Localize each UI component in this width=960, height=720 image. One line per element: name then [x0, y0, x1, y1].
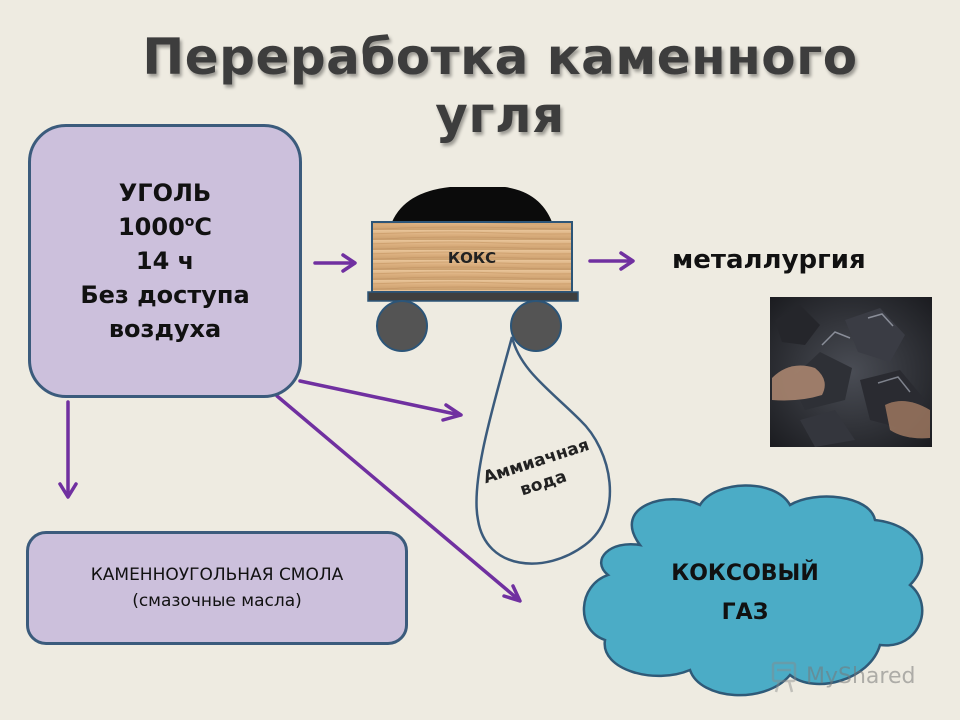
coke-gas-label: КОКСОВЫЙ ГАЗ — [671, 561, 819, 625]
coal-duration: 14 ч — [135, 246, 195, 275]
ammonia-drop — [475, 336, 612, 565]
cart-wheel-left — [376, 300, 428, 352]
coal-tar-label: КАМЕННОУГОЛЬНАЯ СМОЛА — [90, 564, 344, 585]
cart-wheel-right — [510, 300, 562, 352]
arrow-to-metallurgy — [588, 251, 635, 271]
arrow-to-gas — [275, 394, 522, 603]
coal-photo — [770, 297, 932, 447]
coal-box: УГОЛЬ 1000oС 14 ч Без доступа воздуха — [28, 124, 302, 398]
coal-tar-sublabel: (смазочные масла) — [132, 591, 302, 611]
coal-label: УГОЛЬ — [118, 178, 212, 207]
cart-base — [367, 291, 579, 302]
coal-condition-line1: Без доступа — [80, 281, 250, 310]
slide-title: Переработка каменного угля — [142, 28, 858, 144]
metallurgy-label: металлургия — [672, 245, 866, 275]
arrow-to-tar — [58, 400, 78, 499]
coal-heap — [392, 187, 552, 222]
coal-tar-box: КАМЕННОУГОЛЬНАЯ СМОЛА (смазочные масла) — [26, 531, 408, 645]
coke-gas-cloud — [582, 484, 924, 697]
coke-label: КОКС — [448, 249, 496, 267]
arrow-to-ammonia — [298, 379, 463, 422]
coal-temperature: 1000oС — [117, 212, 213, 241]
coal-cart — [367, 187, 579, 352]
watermark: MyShared — [806, 664, 916, 689]
watermark-logo-icon — [771, 661, 797, 693]
arrow-to-cart — [313, 253, 357, 273]
coal-condition-line2: воздуха — [108, 315, 222, 344]
